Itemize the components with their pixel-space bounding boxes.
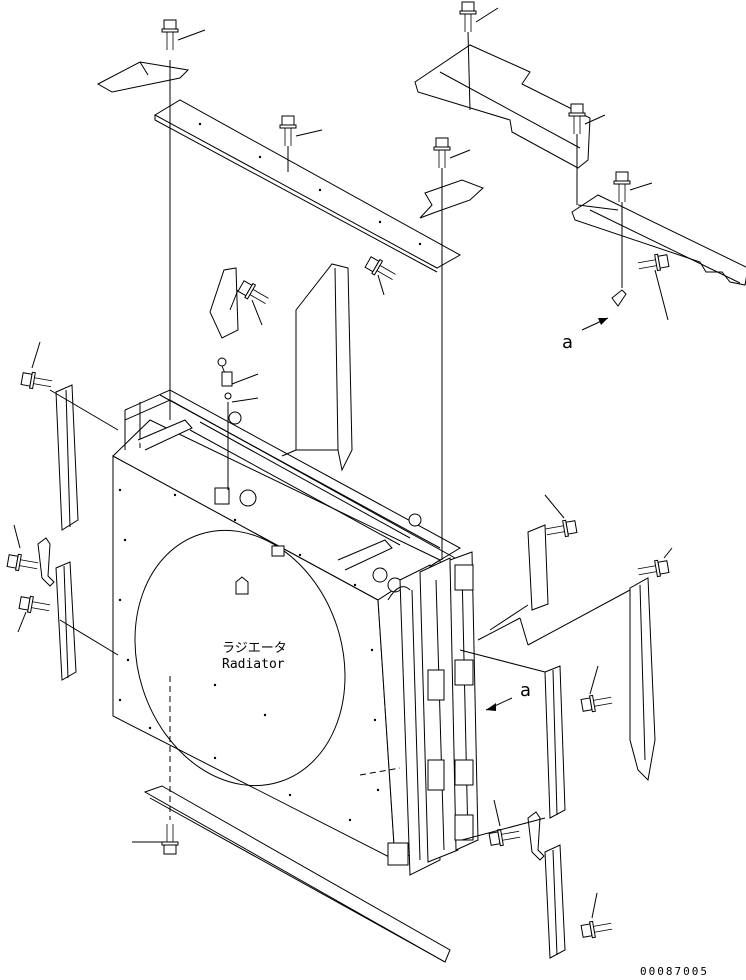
bolt [162, 20, 178, 50]
assembly-alignment-lines [50, 32, 630, 840]
view-mark-a-left: a [562, 332, 573, 353]
bolt [581, 918, 613, 939]
top-right-cover-plate [415, 45, 590, 168]
bolt [434, 138, 450, 168]
bolt [637, 559, 669, 580]
bolt [614, 172, 630, 202]
upper-center-vertical-plate [296, 264, 352, 470]
right-clamp-bracket [528, 812, 544, 860]
bolt [460, 2, 476, 32]
right-middle-channel [545, 666, 565, 818]
bolt [545, 519, 577, 540]
bolt [581, 692, 613, 713]
hose-clip [218, 358, 232, 399]
right-long-vertical-plate [630, 578, 655, 780]
upper-left-vertical-plate [210, 268, 238, 338]
view-arrow-left: a [562, 318, 608, 353]
tension-rod-clip [612, 290, 626, 306]
leader-lines [14, 8, 672, 918]
bottom-long-plate [145, 786, 450, 962]
right-long-cover-plate [572, 195, 746, 285]
left-upper-channel [56, 385, 78, 530]
bolt [21, 371, 53, 392]
right-bottom-channel [545, 845, 565, 958]
small-angle-bracket [420, 180, 483, 218]
top-long-cover-plate [155, 100, 460, 272]
top-left-small-bracket [98, 62, 188, 92]
bolt [162, 824, 178, 854]
bolt [280, 116, 296, 146]
left-clamp-bracket [38, 538, 54, 586]
view-arrow-right: a [486, 680, 531, 711]
rivet-dots [118, 488, 380, 822]
bolt-fasteners [7, 2, 670, 939]
side-frame-assembly [388, 552, 478, 875]
part-name-english: Radiator [222, 657, 285, 672]
bolt [237, 279, 271, 308]
bolt [7, 553, 39, 574]
bolt [19, 595, 51, 616]
fan-shroud-opening [103, 503, 377, 813]
right-upper-plate [528, 525, 548, 610]
bolt [637, 253, 669, 274]
bolt [489, 826, 521, 847]
radiator-core: ラジエータ Radiator [103, 390, 478, 875]
part-name-japanese: ラジエータ [222, 641, 287, 656]
bolt [364, 255, 398, 284]
view-mark-a-right: a [520, 680, 531, 701]
left-lower-channel [56, 562, 76, 680]
bolt [569, 104, 585, 134]
drawing-number: 00087005 [640, 965, 709, 978]
